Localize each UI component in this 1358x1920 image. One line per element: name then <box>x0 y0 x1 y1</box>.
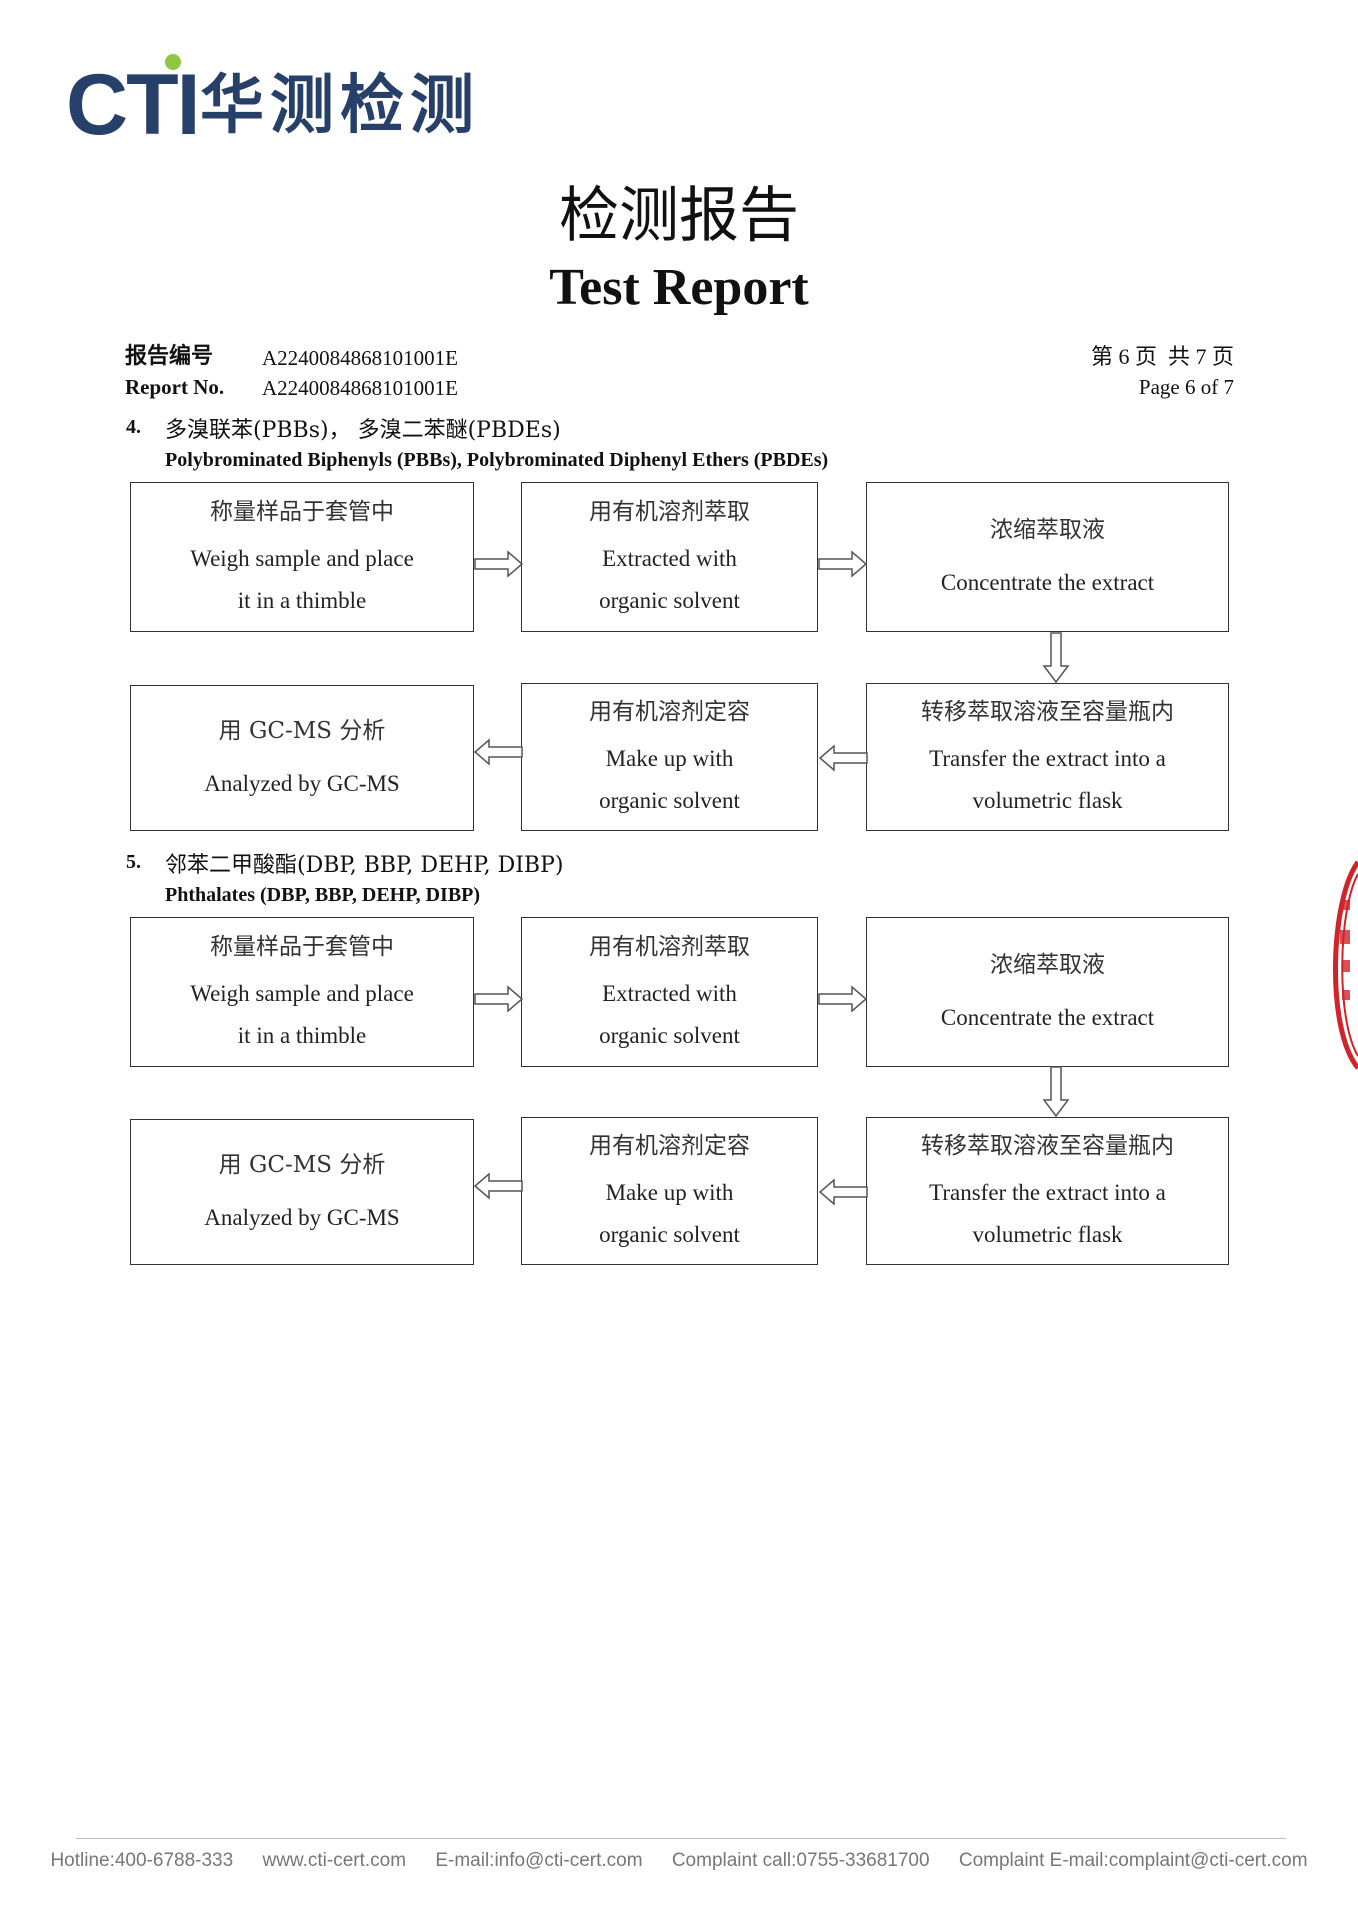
step-label-en: organic solvent <box>599 588 740 613</box>
page-indicator-en: Page 6 of 7 <box>1138 375 1234 399</box>
step-label-en: Analyzed by GC-MS <box>204 771 400 796</box>
company-logo: CTI <box>66 57 201 153</box>
step-label-cn: 转移萃取溶液至容量瓶内 <box>921 699 1174 725</box>
step-label-cn: 浓缩萃取液 <box>990 517 1105 543</box>
step-label-en: Make up with <box>605 746 734 771</box>
right-arrow-icon <box>474 550 524 578</box>
step-label-en: Weigh sample and place <box>190 981 414 1006</box>
report-no-label-cn: 报告编号 <box>125 344 214 369</box>
left-arrow-icon <box>818 744 868 772</box>
step-label-en: Weigh sample and place <box>190 546 414 571</box>
footer-complaint-call: Complaint call:0755-33681700 <box>671 1850 930 1871</box>
footer-website-link[interactable]: www.cti-cert.com <box>262 1850 407 1871</box>
section-title-cn: 多溴联苯(PBBs)， 多溴二苯醚(PBDEs) <box>165 418 561 443</box>
company-name-cn: 华测检测 <box>200 69 480 143</box>
right-arrow-icon <box>818 985 868 1013</box>
flow-step-analyze: 用 GC-MS 分析 Analyzed by GC-MS <box>130 1119 474 1265</box>
step-label-cn: 用 GC-MS 分析 <box>218 1152 386 1178</box>
flow-step-makeup: 用有机溶剂定容 Make up with organic solvent <box>521 683 818 831</box>
step-label-cn: 用有机溶剂萃取 <box>589 499 750 525</box>
step-label-en: Transfer the extract into a <box>929 746 1166 771</box>
step-label-en: Extracted with <box>602 546 737 571</box>
footer-complaint-email[interactable]: Complaint E-mail:complaint@cti-cert.com <box>958 1850 1308 1871</box>
step-label-cn: 转移萃取溶液至容量瓶内 <box>921 1133 1174 1159</box>
step-label-en: volumetric flask <box>972 788 1123 813</box>
step-label-cn: 用有机溶剂定容 <box>589 699 750 725</box>
footer-divider <box>76 1838 1286 1839</box>
down-arrow-icon <box>1042 1066 1070 1118</box>
step-label-en: organic solvent <box>599 788 740 813</box>
report-no-value-en: A2240084868101001E <box>262 376 458 400</box>
flow-step-transfer: 转移萃取溶液至容量瓶内 Transfer the extract into a … <box>866 683 1229 831</box>
flow-step-concentrate: 浓缩萃取液 Concentrate the extract <box>866 482 1229 632</box>
step-label-en: Analyzed by GC-MS <box>204 1205 400 1230</box>
step-label-en: organic solvent <box>599 1222 740 1247</box>
flow-step-extract: 用有机溶剂萃取 Extracted with organic solvent <box>521 482 818 632</box>
step-label-cn: 用有机溶剂萃取 <box>589 934 750 960</box>
down-arrow-icon <box>1042 632 1070 684</box>
step-label-en: volumetric flask <box>972 1222 1123 1247</box>
left-arrow-icon <box>473 1172 523 1200</box>
flow-step-makeup: 用有机溶剂定容 Make up with organic solvent <box>521 1117 818 1265</box>
section-title-en: Polybrominated Biphenyls (PBBs), Polybro… <box>165 449 829 471</box>
step-label-en: it in a thimble <box>237 1023 367 1048</box>
step-label-cn: 浓缩萃取液 <box>990 952 1105 978</box>
official-seal-stamp <box>1333 860 1358 1070</box>
footer-hotline: Hotline:400-6788-333 <box>50 1850 234 1871</box>
step-label-cn: 称量样品于套管中 <box>210 934 394 960</box>
step-label-cn: 用 GC-MS 分析 <box>218 718 386 744</box>
step-label-en: Concentrate the extract <box>940 1005 1155 1030</box>
flow-step-weigh: 称量样品于套管中 Weigh sample and place it in a … <box>130 917 474 1067</box>
section-title-cn: 邻苯二甲酸酯(DBP, BBP, DEHP, DIBP) <box>165 853 564 878</box>
page-indicator-cn: 第 6 页 共 7 页 <box>1090 344 1234 369</box>
step-label-en: Extracted with <box>602 981 737 1006</box>
report-no-value-cn: A2240084868101001E <box>262 346 458 370</box>
left-arrow-icon <box>818 1178 868 1206</box>
section-number: 4. <box>126 416 141 438</box>
footer-email[interactable]: E-mail:info@cti-cert.com <box>435 1850 643 1871</box>
flow-step-transfer: 转移萃取溶液至容量瓶内 Transfer the extract into a … <box>866 1117 1229 1265</box>
report-title-cn: 检测报告 <box>559 181 799 251</box>
flow-step-analyze: 用 GC-MS 分析 Analyzed by GC-MS <box>130 685 474 831</box>
step-label-en: Make up with <box>605 1180 734 1205</box>
step-label-en: it in a thimble <box>237 588 367 613</box>
flow-step-extract: 用有机溶剂萃取 Extracted with organic solvent <box>521 917 818 1067</box>
step-label-cn: 称量样品于套管中 <box>210 499 394 525</box>
right-arrow-icon <box>474 985 524 1013</box>
right-arrow-icon <box>818 550 868 578</box>
step-label-en: organic solvent <box>599 1023 740 1048</box>
step-label-cn: 用有机溶剂定容 <box>589 1133 750 1159</box>
section-title-en: Phthalates (DBP, BBP, DEHP, DIBP) <box>165 884 481 906</box>
left-arrow-icon <box>473 738 523 766</box>
report-title-en: Test Report <box>549 259 809 316</box>
report-no-label-en: Report No. <box>125 375 225 399</box>
step-label-en: Transfer the extract into a <box>929 1180 1166 1205</box>
footer-contact: Hotline:400-6788-333 www.cti-cert.com E-… <box>0 1850 1358 1872</box>
section-number: 5. <box>126 851 141 873</box>
step-label-en: Concentrate the extract <box>940 570 1155 595</box>
logo-dot <box>165 54 181 70</box>
flow-step-concentrate: 浓缩萃取液 Concentrate the extract <box>866 917 1229 1067</box>
flow-step-weigh: 称量样品于套管中 Weigh sample and place it in a … <box>130 482 474 632</box>
